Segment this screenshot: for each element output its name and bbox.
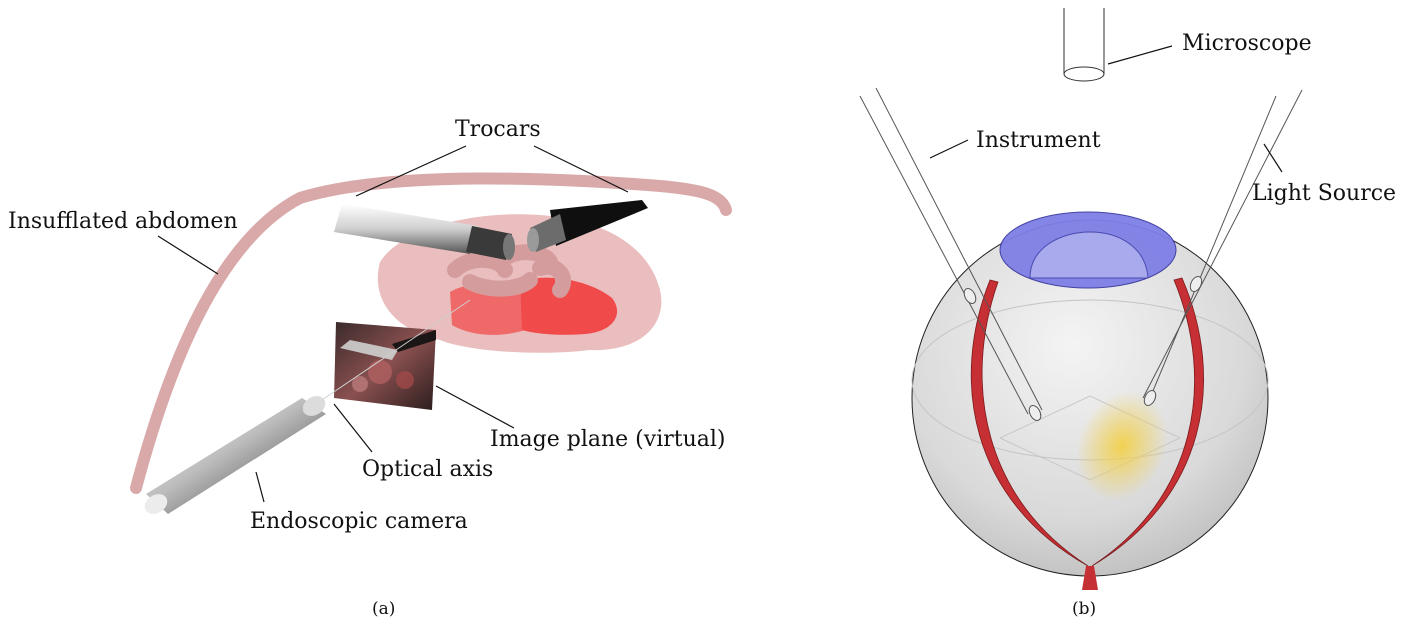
panel-b: Microscope Instrument Light Source (b) [860, 8, 1396, 619]
label-image-plane: Image plane (virtual) [490, 427, 726, 452]
caption-a: (a) [372, 599, 395, 619]
leader-trocars-left [356, 146, 466, 196]
label-trocars: Trocars [455, 117, 541, 142]
label-insufflated-abdomen: Insufflated abdomen [8, 209, 238, 234]
leader-instrument [930, 140, 968, 158]
leader-camera [256, 472, 264, 502]
microscope [1064, 8, 1104, 81]
label-light-source: Light Source [1252, 181, 1396, 206]
leader-optical-axis [334, 404, 372, 452]
label-optical-axis: Optical axis [362, 457, 493, 482]
leader-abdomen [158, 236, 218, 274]
label-microscope: Microscope [1182, 31, 1312, 56]
image-plane [334, 322, 436, 410]
label-endoscopic-camera: Endoscopic camera [250, 509, 468, 534]
panel-a: Trocars Insufflated abdomen Image plane … [8, 117, 726, 619]
leader-image-plane [436, 386, 514, 428]
leader-microscope [1108, 46, 1172, 64]
label-instrument: Instrument [976, 128, 1101, 153]
caption-b: (b) [1072, 599, 1096, 619]
endoscopic-camera [141, 392, 329, 518]
